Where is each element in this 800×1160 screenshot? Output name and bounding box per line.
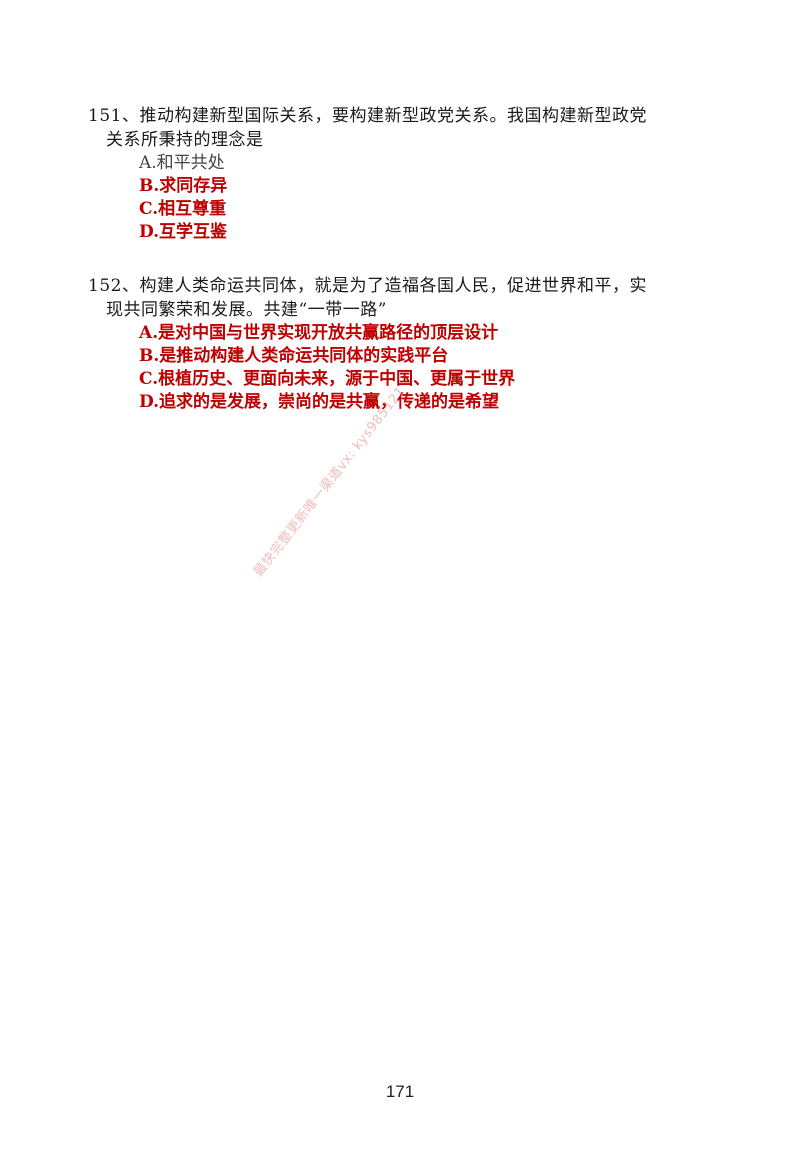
option-c: C.相互尊重 <box>139 199 227 219</box>
option-d: D.互学互鉴 <box>139 222 228 242</box>
question-stem-line-1: 构建人类命运共同体，就是为了造福各国人民，促进世界和平，实 <box>139 276 647 296</box>
option-b: B.是推动构建人类命运共同体的实践平台 <box>139 346 449 366</box>
question-151: 151、推动构建新型国际关系，要构建新型政党关系。我国构建新型政党 关系所秉持的… <box>88 104 744 244</box>
option-a: A.和平共处 <box>139 153 225 173</box>
option-c: C.根植历史、更面向未来，源于中国、更属于世界 <box>139 369 516 389</box>
question-number: 151、 <box>88 106 140 126</box>
question-stem: 151、推动构建新型国际关系，要构建新型政党关系。我国构建新型政党 关系所秉持的… <box>88 104 744 152</box>
question-stem: 152、构建人类命运共同体，就是为了造福各国人民，促进世界和平，实 现共同繁荣和… <box>88 274 744 322</box>
option-d: D.追求的是发展，崇尚的是共赢，传递的是希望 <box>139 392 500 412</box>
option-b: B.求同存异 <box>139 176 228 196</box>
question-stem-line-1: 推动构建新型国际关系，要构建新型政党关系。我国构建新型政党 <box>139 106 647 126</box>
question-152: 152、构建人类命运共同体，就是为了造福各国人民，促进世界和平，实 现共同繁荣和… <box>88 274 744 414</box>
question-number: 152、 <box>88 276 140 296</box>
option-a: A.是对中国与世界实现开放共赢路径的顶层设计 <box>139 323 499 343</box>
option-list: A.是对中国与世界实现开放共赢路径的顶层设计 B.是推动构建人类命运共同体的实践… <box>88 322 744 414</box>
question-stem-line-2: 关系所秉持的理念是 <box>106 130 264 150</box>
page-number: 171 <box>385 1082 415 1101</box>
option-list: A.和平共处 B.求同存异 C.相互尊重 D.互学互鉴 <box>88 152 744 244</box>
question-stem-line-2: 现共同繁荣和发展。共建“一带一路” <box>106 300 387 320</box>
